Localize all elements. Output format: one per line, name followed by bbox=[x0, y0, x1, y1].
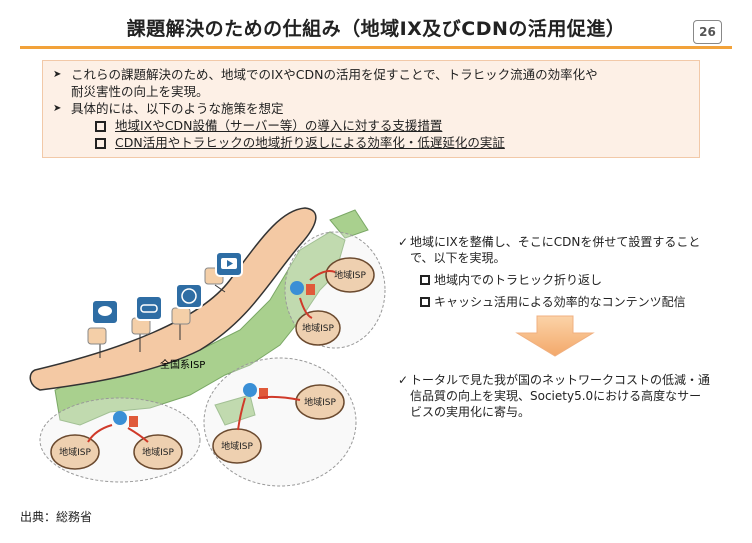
regional-isp-label: 地域ISP bbox=[59, 446, 91, 458]
traffic-arrows bbox=[87, 270, 336, 443]
source-note: 出典：総務省 bbox=[20, 510, 93, 524]
national-isp-label: 全国系ISP bbox=[160, 358, 205, 371]
explanation-result: トータルで見た我が国のネットワークコストの低減・通信品質の向上を実現、Socie… bbox=[398, 372, 713, 420]
regional-isp-label: 地域ISP bbox=[221, 440, 253, 452]
explanation-point: トータルで見た我が国のネットワークコストの低減・通信品質の向上を実現、Socie… bbox=[398, 372, 713, 420]
cache-server-icon bbox=[259, 388, 268, 399]
cdn-servers bbox=[87, 267, 224, 345]
regional-isp-label: 地域ISP bbox=[302, 322, 334, 334]
cache-server-icon bbox=[129, 416, 138, 427]
regional-isp-label: 地域ISP bbox=[334, 269, 366, 281]
explanation-point: 地域にIXを整備し、そこにCDNを併せて設置することで、以下を実現。 bbox=[398, 234, 713, 266]
regional-isps bbox=[50, 257, 375, 470]
web-icon bbox=[175, 283, 203, 309]
bullet-text: 耐災害性の向上を実現。 bbox=[71, 84, 209, 99]
bullet-text: これらの課題解決のため、地域でのIXやCDNの活用を促すことで、トラヒック流通の… bbox=[71, 67, 598, 82]
explanation-subitem: キャッシュ活用による効率的なコンテンツ配信 bbox=[398, 294, 713, 310]
region-ellipse bbox=[203, 357, 357, 487]
regional-isp-label: 地域ISP bbox=[142, 446, 174, 458]
summary-box: これらの課題解決のため、地域でのIXやCDNの活用を促すことで、トラヒック流通の… bbox=[42, 60, 700, 158]
page-number: 26 bbox=[693, 20, 722, 44]
sub-item: 地域IXやCDN設備（サーバー等）の導入に対する支援措置 bbox=[53, 117, 699, 134]
explanation: 地域にIXを整備し、そこにCDNを併せて設置することで、以下を実現。 地域内での… bbox=[398, 234, 713, 310]
sub-item: CDN活用やトラヒックの地域折り返しによる効率化・低遅延化の実証 bbox=[53, 134, 699, 151]
network-diagram: 全国系ISP 地域ISP 地域ISP 地域ISP 地域ISP 地域ISP 地域I… bbox=[29, 207, 386, 487]
cache-server-icon bbox=[306, 284, 315, 295]
router-icon bbox=[113, 411, 127, 425]
content-icons bbox=[91, 251, 243, 325]
title-underline bbox=[20, 46, 732, 49]
router-icon bbox=[290, 281, 304, 295]
game-icon bbox=[135, 295, 163, 321]
bullet: これらの課題解決のため、地域でのIXやCDNの活用を促すことで、トラヒック流通の… bbox=[53, 66, 699, 100]
down-arrow-icon bbox=[515, 315, 595, 357]
regional-isp-label: 地域ISP bbox=[304, 396, 336, 408]
bullet: 具体的には、以下のような施策を想定 bbox=[53, 100, 699, 117]
explanation-subitem: 地域内でのトラヒック折り返し bbox=[398, 272, 713, 288]
national-isp-band bbox=[29, 207, 317, 391]
ix-nodes bbox=[113, 281, 315, 427]
router-icon bbox=[243, 383, 257, 397]
page-title: 課題解決のための仕組み（地域IX及びCDNの活用促進） bbox=[126, 18, 626, 40]
